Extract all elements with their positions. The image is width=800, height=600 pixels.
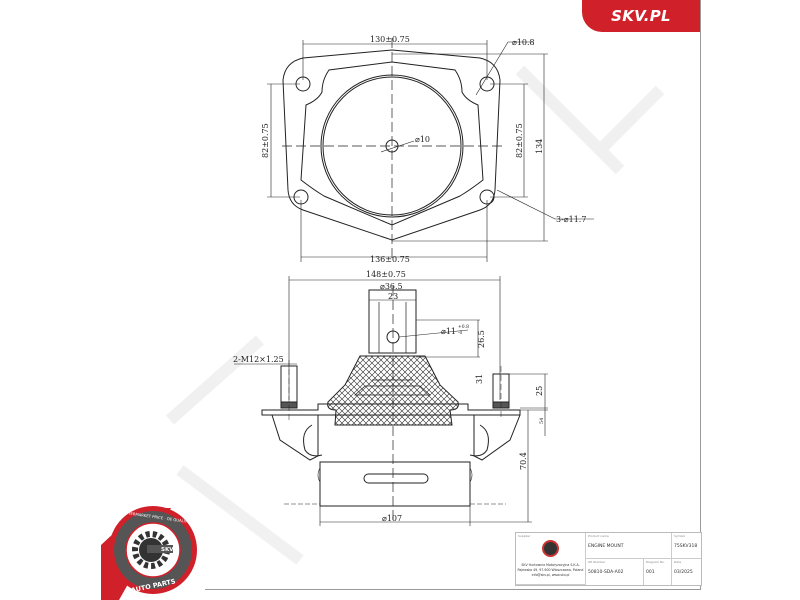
frame-border-right bbox=[700, 0, 701, 590]
dim-bracket-height: 26.5 bbox=[477, 330, 486, 348]
date-cell: Date 03/2025 bbox=[672, 559, 701, 585]
drawing-no-cell: Diagram No. 001 bbox=[644, 559, 672, 585]
dim-flange: 54 bbox=[539, 418, 545, 424]
oe-number-label: OE Number bbox=[588, 560, 606, 564]
supplier-label: Supplier bbox=[518, 534, 531, 538]
symbol-cell: Symbol 75SKV318 bbox=[672, 533, 701, 559]
dim-width-top: 130±0.75 bbox=[370, 35, 410, 44]
side-view bbox=[234, 276, 548, 526]
supplier-cell: Supplier SKV Hurtownia Motoryzacyjna S.K… bbox=[516, 533, 586, 585]
date-label: Date bbox=[674, 560, 682, 564]
dim-height-left: 82±0.75 bbox=[261, 123, 270, 158]
dim-hole-small: ⌀10.8 bbox=[512, 38, 535, 47]
oe-number-cell: OE Number 50810-SDA-A02 bbox=[586, 559, 644, 585]
dim-holes: 3-⌀11.7 bbox=[556, 215, 586, 224]
brand-logo-tab: SKV.PL bbox=[582, 0, 700, 32]
top-view bbox=[267, 38, 594, 262]
drawing-no-value: 001 bbox=[646, 570, 655, 575]
badge-center-text: SKV bbox=[161, 547, 174, 553]
dim-height-right: 82±0.75 bbox=[515, 123, 524, 158]
dim-stud-height: 25 bbox=[535, 386, 544, 396]
dim-rubber-height: 31 bbox=[475, 374, 484, 384]
product-name-label: Product name bbox=[588, 534, 609, 538]
product-name-cell: Product name ENGINE MOUNT bbox=[586, 533, 672, 559]
product-name-value: ENGINE MOUNT bbox=[588, 544, 624, 549]
dim-bolt-hole: ⌀11 bbox=[441, 327, 456, 336]
dim-bracket-outer: ⌀36.5 bbox=[380, 282, 403, 291]
dim-base-diameter: ⌀107 bbox=[382, 514, 402, 523]
supplier-line-2: Pajewska 49, 97-900 Wloszczowa, Poland bbox=[517, 568, 584, 572]
supplier-logo-icon bbox=[542, 540, 559, 557]
symbol-label: Symbol bbox=[674, 534, 686, 538]
oe-number-value: 50810-SDA-A02 bbox=[588, 570, 624, 575]
dim-overall-width: 148±0.75 bbox=[366, 270, 406, 279]
title-block: Supplier SKV Hurtownia Motoryzacyjna S.K… bbox=[515, 532, 702, 586]
watermark bbox=[166, 65, 665, 565]
gear-icon bbox=[132, 531, 173, 569]
supplier-line-3: info@skv.pl, www.skv.pl bbox=[531, 573, 570, 577]
drawing-no-label: Diagram No. bbox=[646, 560, 665, 564]
dim-body-height: 70.4 bbox=[519, 452, 528, 470]
symbol-value: 75SKV318 bbox=[674, 544, 698, 549]
frame-border-bottom bbox=[200, 589, 700, 590]
dim-studs: 2-M12×1.25 bbox=[233, 355, 284, 364]
dim-bolt-hole-tol-upper: +0.8 bbox=[458, 324, 469, 330]
date-value: 03/2025 bbox=[674, 570, 693, 575]
dim-total-height: 134 bbox=[535, 139, 544, 154]
dim-center-hole: ⌀10 bbox=[415, 135, 430, 144]
supplier-line-1: SKV Hurtownia Motoryzacyjna S.K.A. bbox=[521, 563, 580, 567]
dim-bracket-inner: 23 bbox=[388, 292, 398, 301]
skv-auto-parts-badge: SKV AUTO PARTS AFTERMARKET PRICE · OE QU… bbox=[101, 505, 205, 600]
dim-bolt-hole-tol-lower: -0 bbox=[458, 330, 463, 336]
dim-width-bottom: 136±0.75 bbox=[370, 255, 410, 264]
